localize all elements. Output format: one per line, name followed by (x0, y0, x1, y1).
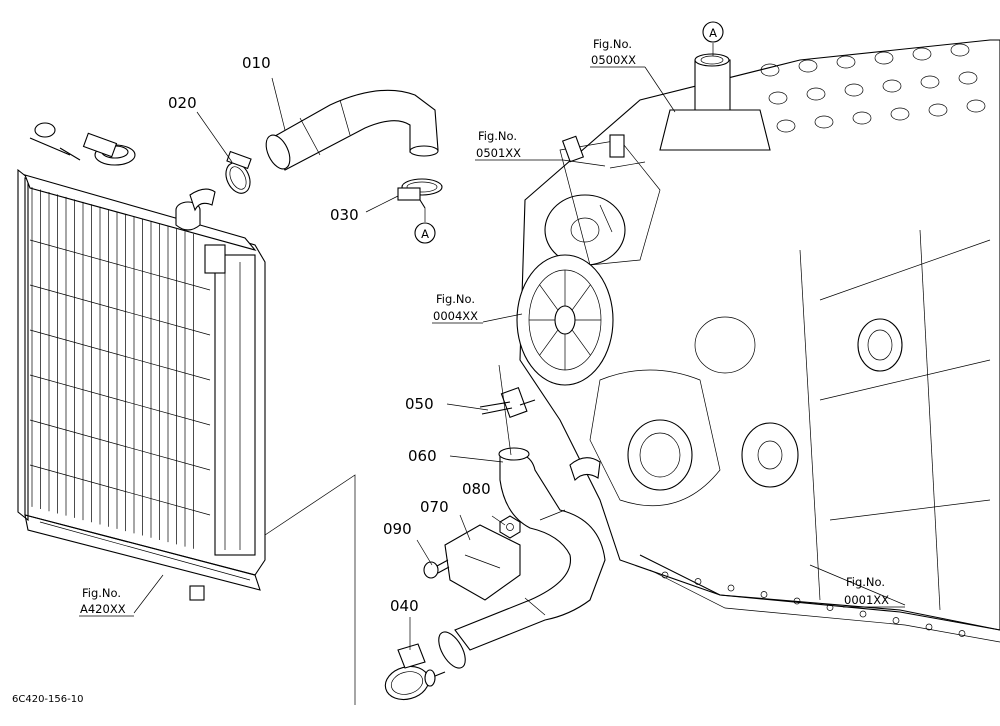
diagram-code: 6C420-156-10 (12, 694, 83, 705)
nut-080 (499, 515, 521, 539)
svg-text:Fig.No.: Fig.No. (478, 129, 517, 143)
fig-ref-0501[interactable]: Fig.No. 0501XX (475, 129, 563, 161)
svg-text:0001XX: 0001XX (844, 593, 889, 607)
engine-block (516, 39, 1000, 643)
part-label-070[interactable]: 070 (420, 498, 449, 516)
part-label-020[interactable]: 020 (168, 94, 197, 112)
svg-text:A420XX: A420XX (80, 602, 126, 616)
marker-a-hose: A (414, 222, 436, 244)
svg-text:Fig.No.: Fig.No. (82, 586, 121, 600)
part-label-050[interactable]: 050 (405, 395, 434, 413)
fig-ref-0001[interactable]: Fig.No. 0001XX (843, 575, 905, 608)
part-label-080[interactable]: 080 (462, 480, 491, 498)
radiator (17, 122, 266, 601)
svg-text:0500XX: 0500XX (591, 53, 636, 67)
part-label-060[interactable]: 060 (408, 447, 437, 465)
svg-text:0004XX: 0004XX (433, 309, 478, 323)
hose-clamp-030 (397, 178, 443, 209)
reference-lines (264, 161, 646, 705)
svg-text:A: A (421, 227, 429, 241)
fig-ref-0004[interactable]: Fig.No. 0004XX (432, 292, 483, 324)
hose-bracket-070 (444, 524, 521, 601)
marker-a-top: A (702, 21, 724, 43)
part-label-090[interactable]: 090 (383, 520, 412, 538)
svg-text:Fig.No.: Fig.No. (436, 292, 475, 306)
svg-text:Fig.No.: Fig.No. (846, 575, 885, 589)
hose-clamp-040 (384, 643, 446, 701)
lower-radiator-hose (438, 447, 606, 669)
part-label-030[interactable]: 030 (330, 206, 359, 224)
fig-ref-0500[interactable]: Fig.No. 0500XX (590, 37, 645, 68)
hose-clamp-020 (225, 150, 252, 194)
svg-text:Fig.No.: Fig.No. (593, 37, 632, 51)
part-label-010[interactable]: 010 (242, 54, 271, 72)
sensor-050 (479, 386, 536, 418)
upper-radiator-hose (265, 89, 439, 171)
bolt-090 (423, 559, 450, 579)
part-label-040[interactable]: 040 (390, 597, 419, 615)
leader-lines (133, 43, 906, 650)
svg-text:A: A (709, 26, 717, 40)
fig-ref-A420[interactable]: Fig.No. A420XX (79, 586, 134, 617)
svg-text:0501XX: 0501XX (476, 146, 521, 160)
